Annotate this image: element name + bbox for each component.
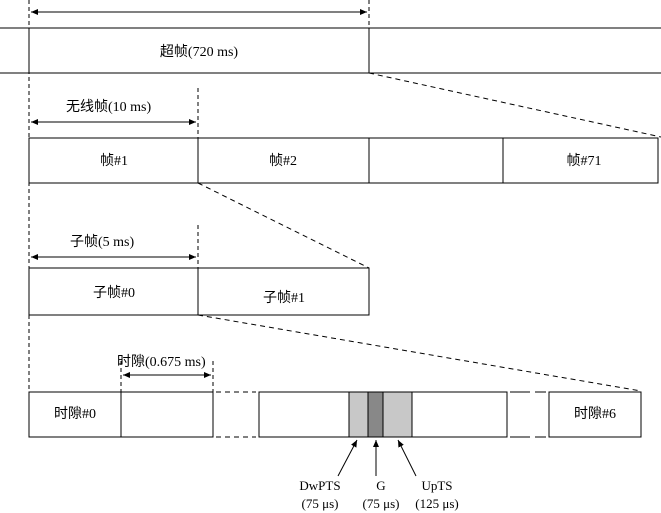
frame-71-label: 帧#71: [567, 153, 602, 169]
timeslot-row: 时隙(0.675 ms) 时隙#0 时隙#6: [28, 354, 642, 438]
next-superframe-box: [368, 27, 661, 74]
radio-frame-row: 无线帧(10 ms) 帧#1 帧#2 帧#71: [28, 88, 659, 184]
guard-name: G: [376, 478, 385, 493]
frame-gap-box: [368, 137, 504, 184]
superframe-label: 超帧(720 ms): [160, 44, 238, 60]
timeslot-dimension-label: 时隙(0.675 ms): [117, 354, 206, 370]
subframe-1-box: [197, 267, 370, 316]
projection-line: [197, 182, 370, 269]
dwpts-pointer: [337, 439, 358, 477]
upts-field: [382, 391, 413, 438]
dwpts-name: DwPTS: [299, 478, 340, 493]
timeslot-1-box: [120, 391, 214, 438]
upts-name: UpTS: [421, 478, 452, 493]
radio-frame-dimension-label: 无线帧(10 ms): [66, 99, 151, 115]
frame-1-label: 帧#1: [100, 153, 128, 169]
frame-71-box: [502, 137, 659, 184]
superframe-row: 超帧(720 ms): [0, 0, 661, 74]
dwpts-duration: (75 μs): [302, 496, 339, 511]
upts-duration: (125 μs): [415, 496, 458, 511]
timeslot-0-label: 时隙#0: [54, 406, 96, 422]
subframe-0-label: 子帧#0: [93, 285, 135, 301]
projection-line: [197, 314, 642, 392]
special-field-callouts: DwPTS (75 μs) G (75 μs) UpTS (125 μs): [299, 439, 459, 511]
guard-duration: (75 μs): [363, 496, 400, 511]
subframe-dimension-label: 子帧(5 ms): [70, 234, 134, 250]
subframe-1-label: 子帧#1: [263, 290, 305, 306]
timeslot-6-label: 时隙#6: [574, 406, 616, 422]
timeslot-6-box: [548, 391, 642, 438]
projection-line: [368, 72, 661, 138]
subframe-row: 子帧(5 ms) 子帧#0 子帧#1: [28, 225, 370, 316]
frame-2-label: 帧#2: [269, 153, 297, 169]
guard-period-field: [367, 391, 384, 438]
dwpts-field: [348, 391, 369, 438]
upts-pointer: [397, 439, 417, 477]
